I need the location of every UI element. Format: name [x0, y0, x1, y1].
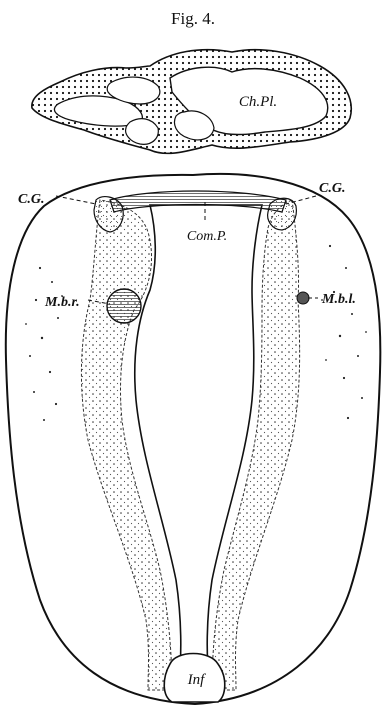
cg-left-label: C.G. — [18, 192, 44, 207]
choroid-plexus: Ch.Pl. — [32, 50, 351, 154]
mbr-nucleus — [107, 289, 141, 323]
choroid-plexus-label: Ch.Pl. — [239, 94, 277, 110]
commissure-label: Com.P. — [187, 229, 227, 244]
figure-title: Fig. 4. — [171, 9, 215, 28]
infundibulum-label: Inf — [187, 672, 206, 688]
mbl-label: M.b.l. — [321, 292, 356, 307]
cg-right-label: C.G. — [319, 181, 345, 196]
mbl-nucleus — [297, 292, 309, 304]
mbr-label: M.b.r. — [44, 295, 80, 310]
